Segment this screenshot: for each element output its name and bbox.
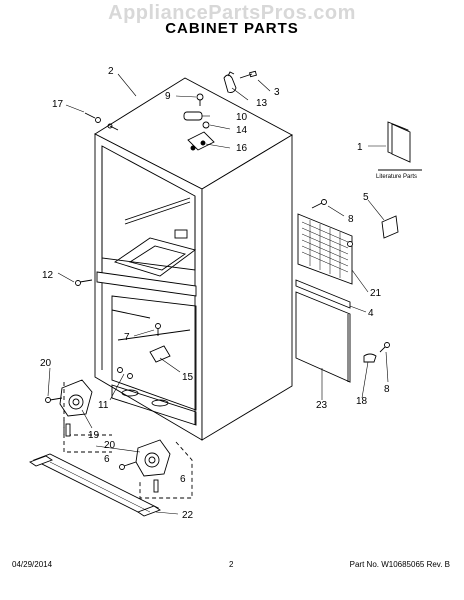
page-title: CABINET PARTS	[165, 20, 299, 37]
callout-18: 18	[356, 396, 368, 407]
callout-19: 19	[88, 430, 100, 441]
callout-14: 14	[236, 125, 248, 136]
callout-8-lower: 8	[384, 384, 390, 395]
callout-5: 5	[363, 192, 369, 203]
callout-labels: 2 9 10 14 16 13 3 17 12 1 Literature Par…	[40, 66, 417, 521]
callout-2: 2	[108, 66, 114, 77]
footer-date: 04/29/2014	[12, 560, 53, 569]
callout-9: 9	[165, 91, 171, 102]
callout-8-upper: 8	[348, 214, 354, 225]
callout-11: 11	[98, 400, 109, 411]
callout-20-right: 20	[104, 440, 116, 451]
callout-21: 21	[370, 288, 382, 299]
middle-parts	[117, 323, 171, 379]
callout-13: 13	[256, 98, 268, 109]
callout-16: 16	[236, 143, 248, 154]
callout-6-left: 6	[104, 454, 110, 465]
literature-booklet	[378, 121, 422, 171]
callout-17: 17	[52, 99, 64, 110]
callout-1: 1	[357, 142, 363, 153]
watermark: AppliancePartsPros.com	[108, 2, 356, 24]
lower-left-hinge	[45, 379, 112, 453]
callout-12: 12	[42, 270, 54, 281]
footer-page-number: 2	[229, 560, 234, 569]
literature-parts-label: Literature Parts	[376, 174, 417, 180]
callout-10: 10	[236, 112, 248, 123]
lower-right-hinge	[119, 439, 193, 499]
callout-4: 4	[368, 308, 374, 319]
leader-lines	[47, 73, 389, 515]
bottom-bar-22	[29, 453, 161, 517]
cabinet	[94, 77, 293, 441]
callout-6-right: 6	[180, 474, 186, 485]
left-screws	[75, 112, 101, 286]
callout-7: 7	[124, 332, 130, 343]
right-parts	[295, 199, 399, 383]
callout-22: 22	[182, 510, 194, 521]
footer-part-number: Part No. W10685065 Rev. B	[349, 560, 450, 569]
callout-3: 3	[274, 87, 280, 98]
callout-23: 23	[316, 400, 328, 411]
callout-15: 15	[182, 372, 194, 383]
top-hinge-assembly	[183, 70, 257, 151]
callout-20-left: 20	[40, 358, 52, 369]
